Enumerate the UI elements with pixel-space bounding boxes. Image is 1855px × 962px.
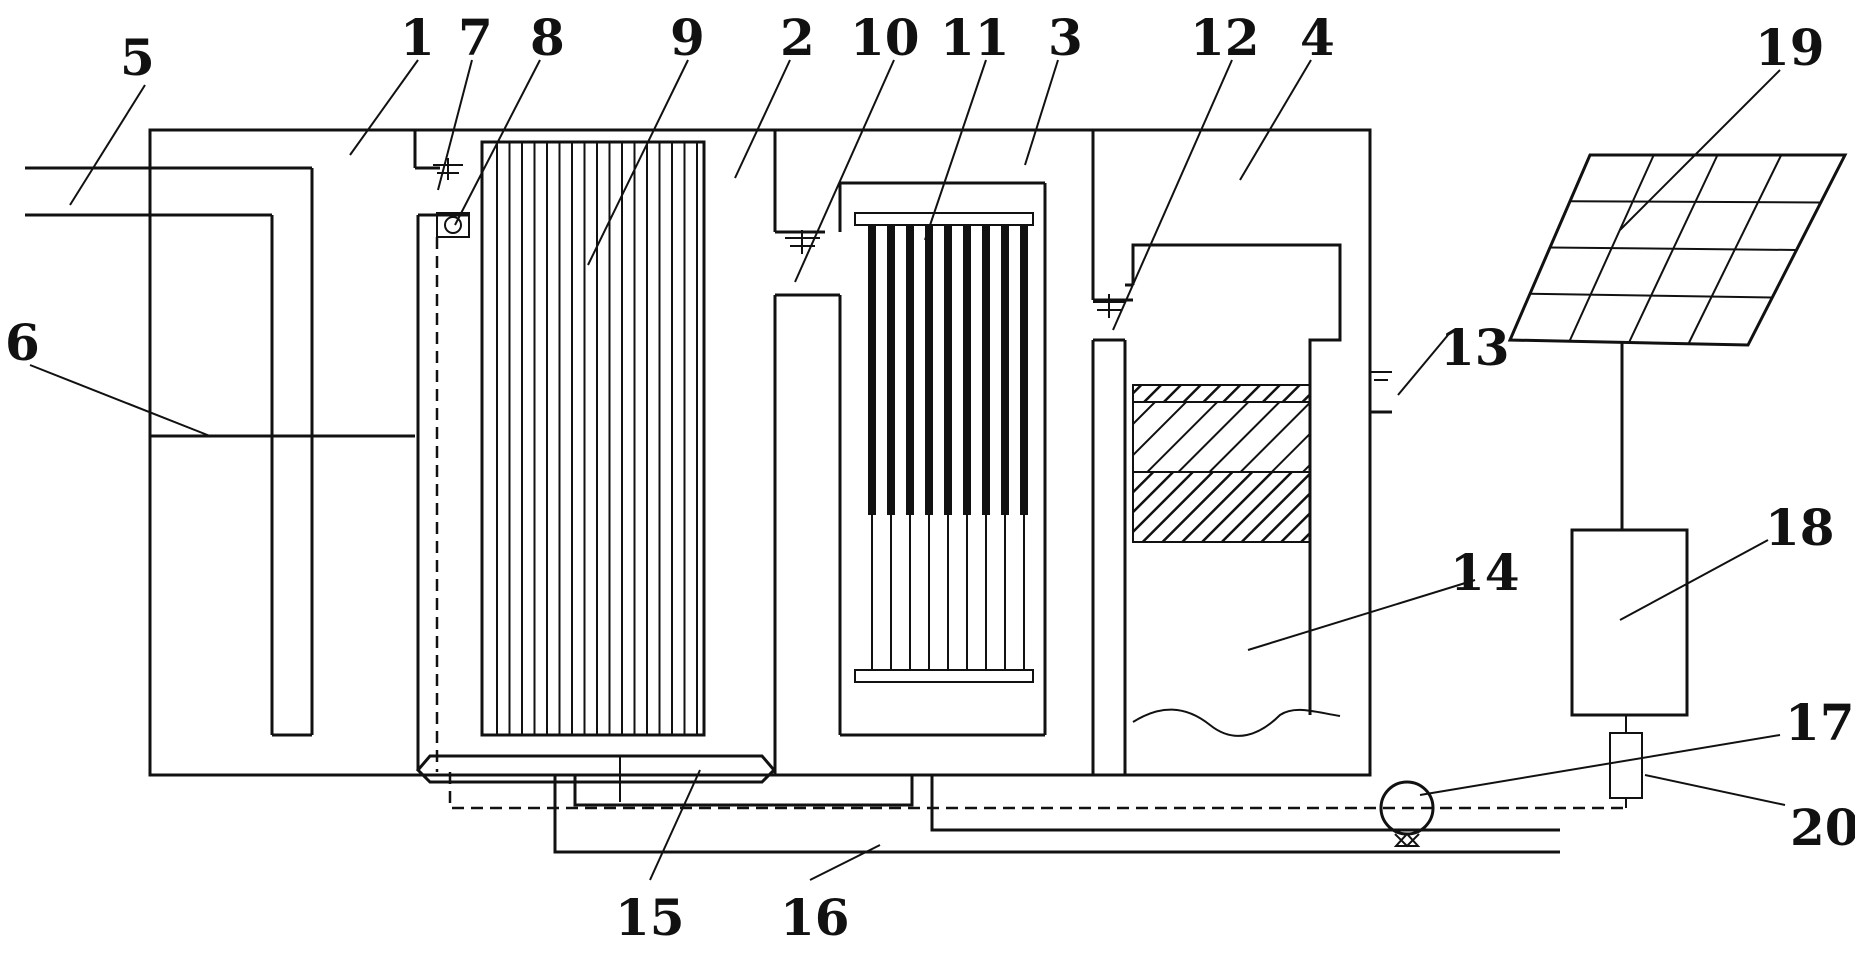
label-1: 1 xyxy=(400,8,435,67)
label-14: 14 xyxy=(1450,543,1520,602)
label-16: 16 xyxy=(780,888,850,947)
reference-numerals: 5 1 7 8 9 2 10 11 3 12 4 19 6 13 18 14 1… xyxy=(5,8,1855,947)
pump-17 xyxy=(1379,780,1435,853)
connector-20 xyxy=(1609,715,1643,808)
partition-wall-1 xyxy=(413,130,470,770)
label-9: 9 xyxy=(670,8,705,67)
electrode-array-11 xyxy=(854,212,1034,683)
label-5: 5 xyxy=(120,28,155,87)
label-11: 11 xyxy=(940,8,1010,67)
solar-panel-19 xyxy=(1507,153,1848,530)
partition-wall-2 xyxy=(773,130,842,775)
filter-chamber-4 xyxy=(1125,243,1342,737)
electrode-plate xyxy=(906,225,914,515)
label-20: 20 xyxy=(1790,798,1855,857)
label-2: 2 xyxy=(780,8,815,67)
valve-7 xyxy=(433,158,463,180)
electrode-plate xyxy=(1001,225,1009,515)
label-10: 10 xyxy=(850,8,920,67)
label-4: 4 xyxy=(1300,8,1335,67)
solar-cell-column-line xyxy=(1628,154,1719,343)
label-3: 3 xyxy=(1048,8,1083,67)
membrane-module-9 xyxy=(480,140,706,737)
label-17: 17 xyxy=(1785,693,1855,752)
solar-cell-column-line xyxy=(1687,154,1783,345)
sensor-8 xyxy=(436,212,470,238)
label-18: 18 xyxy=(1765,498,1835,557)
label-13: 13 xyxy=(1440,318,1510,377)
aerator-15 xyxy=(415,754,777,802)
label-19: 19 xyxy=(1755,18,1825,77)
pipeline-16 xyxy=(553,775,1560,854)
leader-lines xyxy=(29,59,1786,881)
label-8: 8 xyxy=(530,8,565,67)
main-tank xyxy=(148,128,1372,777)
electrode-plate xyxy=(925,225,933,515)
electrode-plate xyxy=(1020,225,1028,515)
electrode-chamber-3 xyxy=(838,181,1047,737)
solar-cell-row-line xyxy=(1529,292,1773,299)
outlet-13 xyxy=(1370,371,1392,414)
controller-18 xyxy=(1570,528,1689,717)
inlet-pipe xyxy=(25,166,314,737)
valve-10 xyxy=(785,230,820,254)
label-6: 6 xyxy=(5,313,40,372)
electrode-plate xyxy=(982,225,990,515)
label-15: 15 xyxy=(615,888,685,947)
electrode-plate xyxy=(944,225,952,515)
label-12: 12 xyxy=(1190,8,1260,67)
air-line xyxy=(435,237,1623,810)
valve-12 xyxy=(1093,294,1125,318)
electrode-plate xyxy=(868,225,876,515)
electrode-plate xyxy=(887,225,895,515)
label-7: 7 xyxy=(458,8,493,67)
electrode-plate xyxy=(963,225,971,515)
partition-wall-3 xyxy=(1091,130,1133,775)
